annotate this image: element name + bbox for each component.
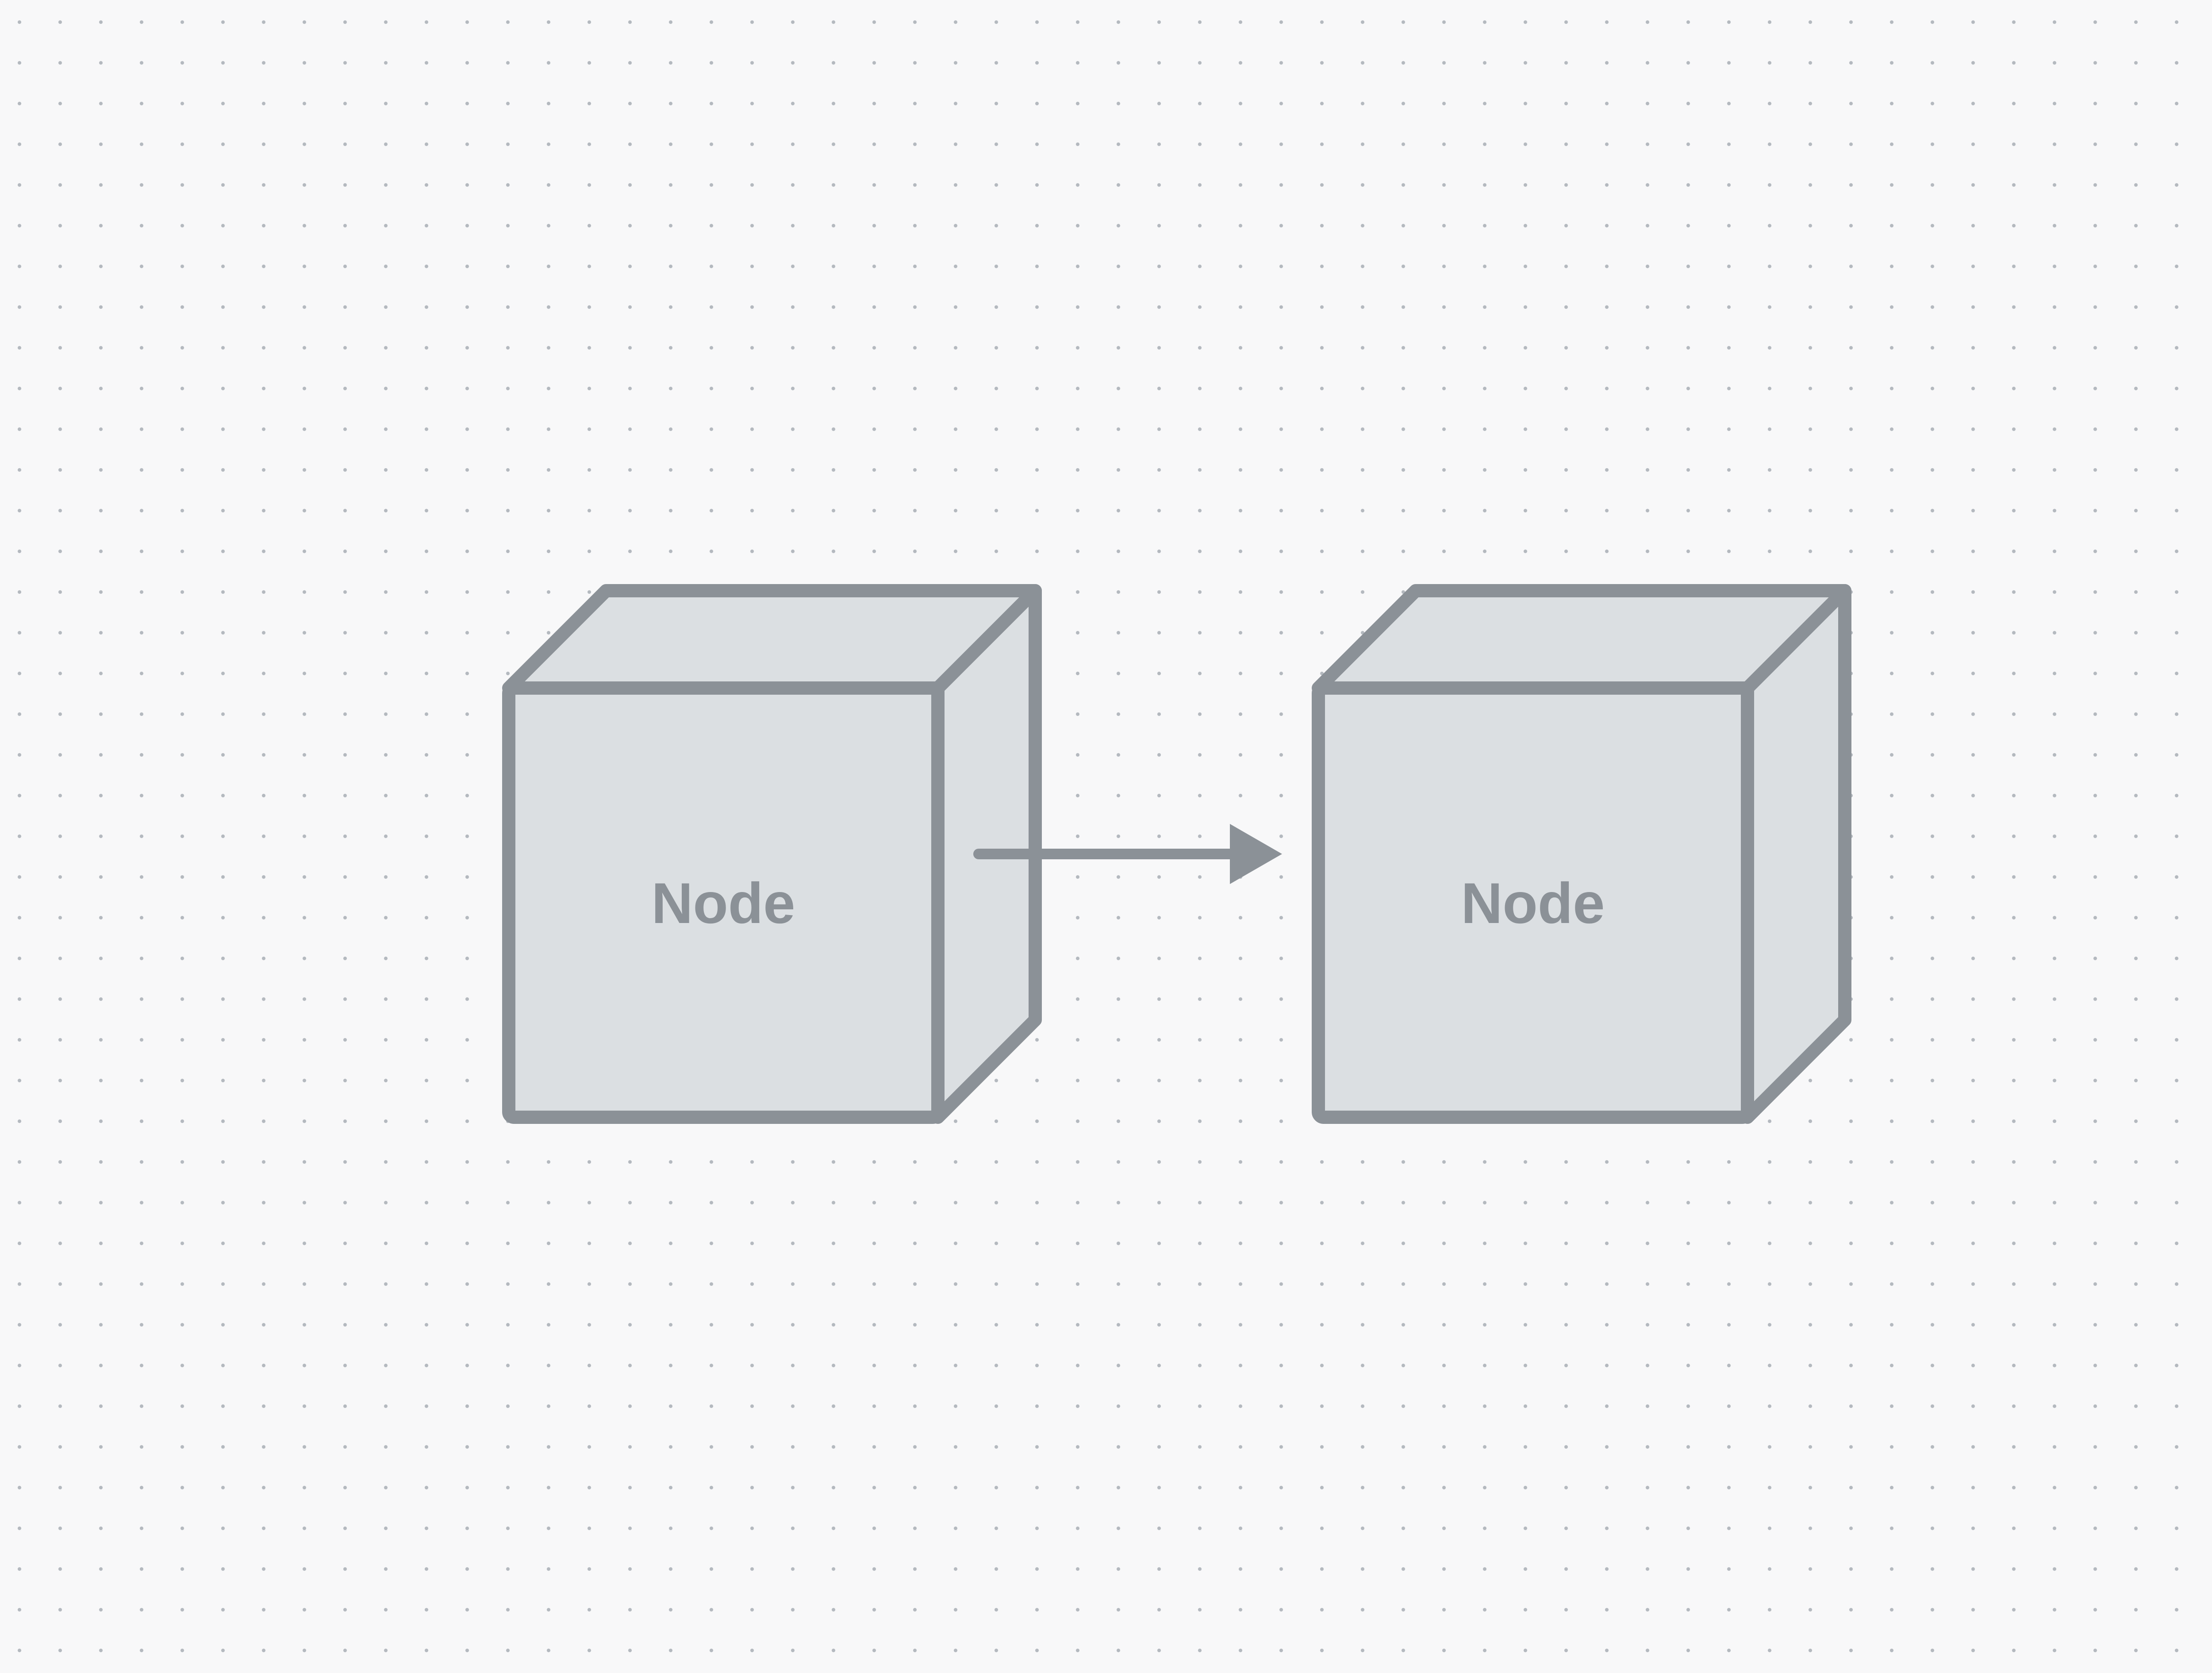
arrow-head xyxy=(1230,824,1282,884)
cube-front-face xyxy=(502,681,945,1124)
node-shape-right[interactable]: Node xyxy=(1312,584,1851,1124)
cube-side-face xyxy=(1741,584,1851,1124)
connector-arrow[interactable] xyxy=(973,824,1282,884)
node-shape-left[interactable]: Node xyxy=(502,584,1042,1124)
node-label: Node xyxy=(652,871,795,935)
node-label: Node xyxy=(1461,871,1605,935)
cube-front-face xyxy=(1312,681,1754,1124)
